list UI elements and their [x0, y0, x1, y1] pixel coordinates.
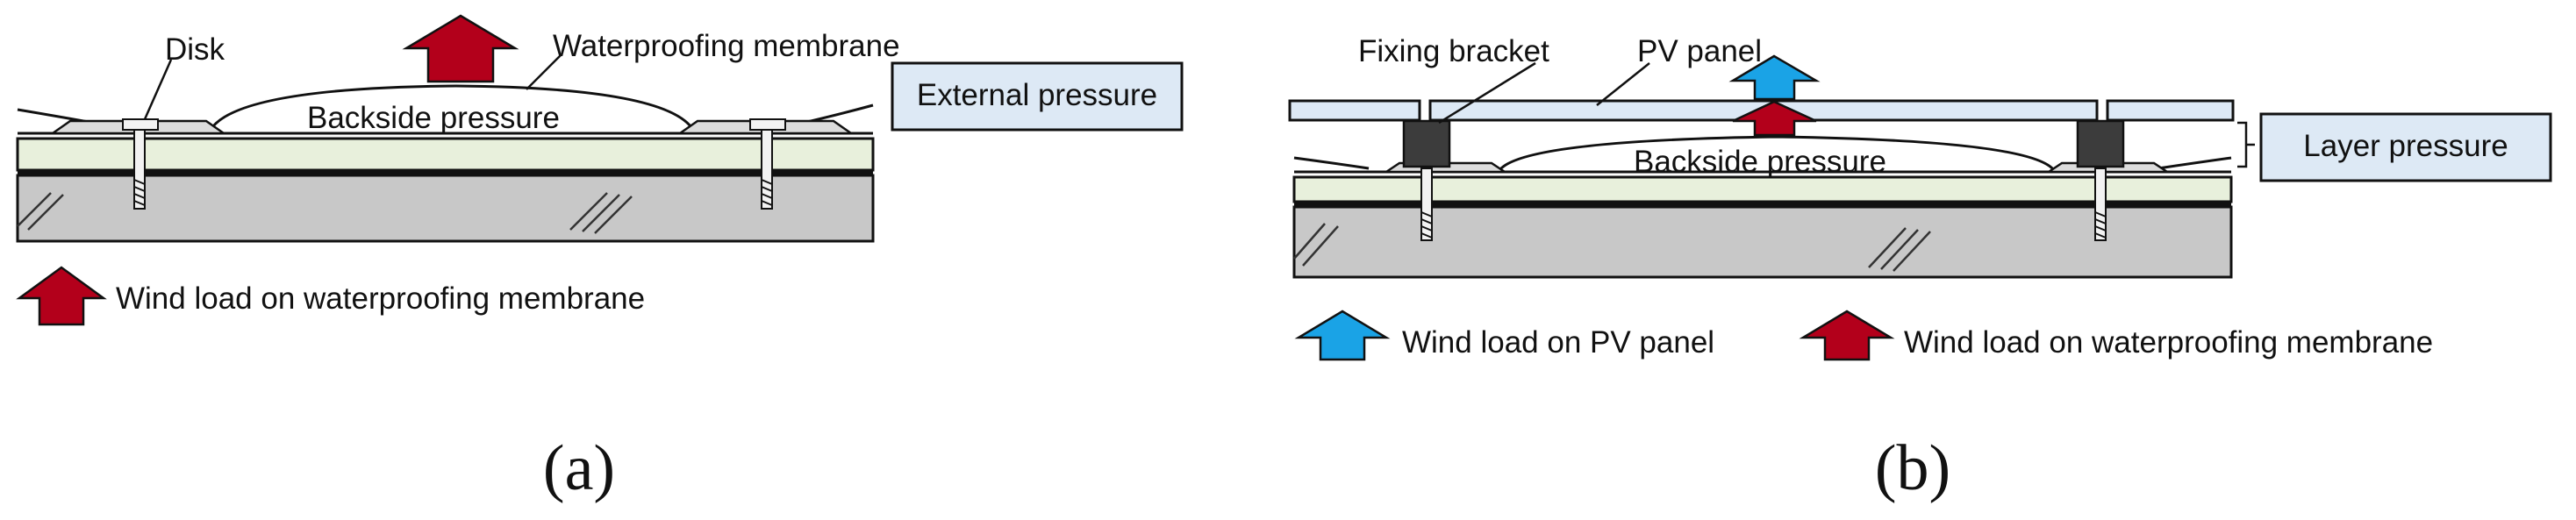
legend-membrane-label-a: Wind load on waterproofing membrane: [116, 281, 645, 316]
legend-blue-arrow: [1294, 310, 1391, 361]
slab-hatch-a: [17, 192, 633, 234]
panel-leader: [1596, 62, 1650, 106]
bracket-leader: [1438, 61, 1536, 125]
external-pressure-box: [891, 61, 1184, 132]
screw-left-a: [133, 129, 146, 210]
fixing-bracket-left: [1402, 119, 1451, 168]
membrane-label: Waterproofing membrane: [553, 29, 900, 63]
slab-a: [16, 174, 875, 243]
legend-red-arrow-b: [1799, 310, 1895, 361]
external-pressure-label: External pressure: [917, 78, 1157, 112]
red-arrow-a: [402, 14, 519, 83]
legend-red-arrow-a: [16, 266, 107, 326]
layer-pressure-label: Layer pressure: [2303, 129, 2508, 163]
pv-panel-right: [2106, 99, 2235, 122]
screw-right-b: [2094, 167, 2107, 241]
red-arrow-b: [1732, 100, 1817, 137]
caption-a: (a): [543, 432, 615, 504]
fixing-bracket-label: Fixing bracket: [1358, 34, 1549, 68]
diagram-b: Fixing bracket PV panel Backside pressur…: [1288, 34, 2552, 504]
disk-left-a: [49, 118, 227, 135]
screw-left-b: [1420, 167, 1433, 241]
caption-b: (b): [1875, 432, 1950, 504]
layer-pressure-box: [2259, 112, 2552, 182]
backside-pressure-label-a: Backside pressure: [307, 101, 560, 135]
backside-pressure-label-b: Backside pressure: [1634, 145, 1886, 179]
blue-arrow-b: [1728, 54, 1821, 101]
legend-pv-label: Wind load on PV panel: [1402, 325, 1714, 360]
membrane-balloon-b: [1499, 135, 2055, 171]
fixing-bracket-right: [2076, 119, 2125, 168]
pv-panel-left: [1288, 99, 1421, 122]
layer-brace: [2237, 121, 2255, 168]
diagram-a: Disk Waterproofing membrane Backside pre…: [16, 14, 1184, 504]
membrane-leader-a: [526, 53, 562, 90]
screw-right-a: [761, 129, 773, 210]
disk-label: Disk: [165, 32, 225, 67]
legend-membrane-label-b: Wind load on waterproofing membrane: [1904, 325, 2433, 360]
membrane-balloon-a: [209, 84, 695, 131]
pv-panel-label: PV panel: [1637, 34, 1762, 68]
disk-right-a: [676, 118, 855, 135]
insulation-b: [1292, 175, 2233, 203]
insulation-a: [16, 137, 875, 172]
disk-leader-a: [143, 59, 173, 120]
slab-hatch-b: [1293, 223, 1931, 272]
slab-b: [1292, 205, 2233, 279]
